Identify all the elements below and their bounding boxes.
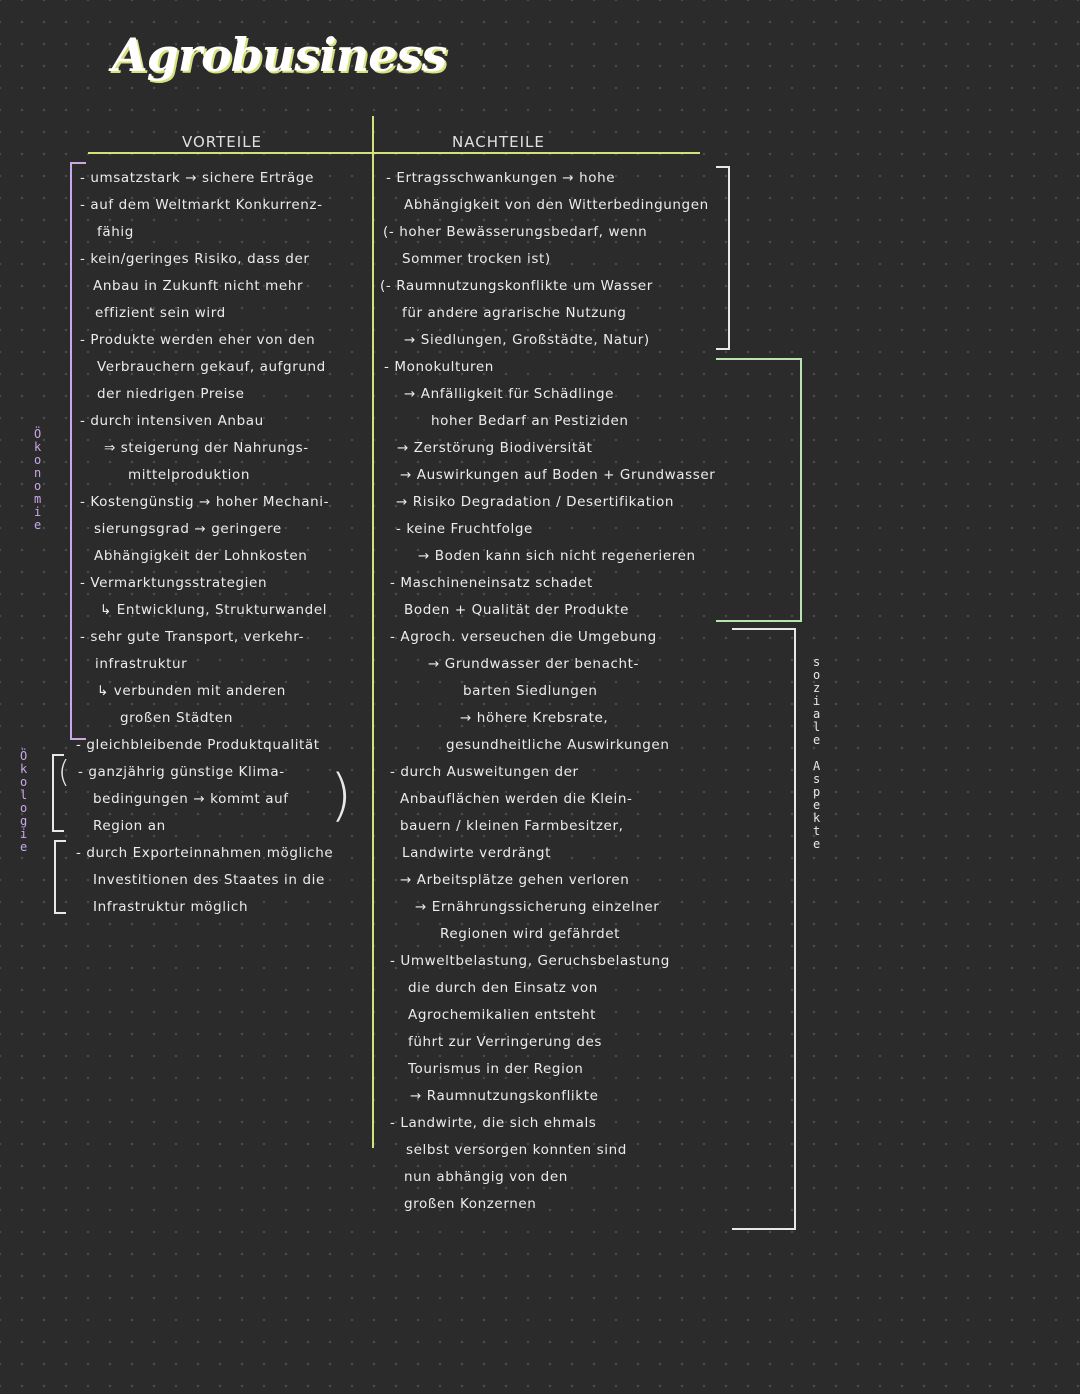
oekologie-bracket-inner xyxy=(54,840,66,914)
vorteile-line: - durch intensiven Anbau xyxy=(80,413,264,429)
vorteile-line: - sehr gute Transport, verkehr- xyxy=(80,629,305,645)
nachteile-line: Anbauflächen werden die Klein- xyxy=(400,791,633,807)
nachteile-line: selbst versorgen konnten sind xyxy=(406,1142,627,1158)
nachteile-line: → Grundwasser der benacht- xyxy=(428,656,639,672)
oekologie-bracket-outer xyxy=(52,754,64,832)
nachteile-line: - Maschineneinsatz schadet xyxy=(390,575,593,591)
nachteile-line: Landwirte verdrängt xyxy=(402,845,551,861)
nachteile-line: Boden + Qualität der Produkte xyxy=(404,602,630,618)
climate-open-paren: ( xyxy=(58,755,70,790)
nachteile-oekologie-bracket xyxy=(716,166,730,350)
side-label-oekonomie: Ö k o n o m i e xyxy=(34,427,42,532)
nachteile-line: → Anfälligkeit für Schädlinge xyxy=(404,386,615,402)
nachteile-soziale-bracket xyxy=(732,628,796,1230)
side-label-soziale-aspekte: s o z i a l e A s p e k t e xyxy=(813,655,821,851)
vorteile-line: bedingungen → kommt auf xyxy=(93,791,289,807)
nachteile-line: führt zur Verringerung des xyxy=(408,1034,603,1050)
nachteile-line: großen Konzernen xyxy=(404,1196,537,1212)
vorteile-line: - Kostengünstig → hoher Mechani- xyxy=(80,494,330,510)
nachteile-line: die durch den Einsatz von xyxy=(408,980,598,996)
nachteile-line: Agrochemikalien entsteht xyxy=(408,1007,597,1023)
vorteile-line: - gleichbleibende Produktqualität xyxy=(76,737,320,753)
vorteile-line: fähig xyxy=(97,224,134,240)
vorteile-line: - Produkte werden eher von den xyxy=(80,332,316,348)
nachteile-line: - durch Ausweitungen der xyxy=(390,764,579,780)
nachteile-line: barten Siedlungen xyxy=(463,683,598,699)
page-title: Agrobusiness xyxy=(112,28,447,82)
column-header-nachteile: NACHTEILE xyxy=(452,133,545,151)
vorteile-line: mittelproduktion xyxy=(128,467,251,483)
nachteile-line: → Auswirkungen auf Boden + Grundwasser xyxy=(400,467,716,483)
nachteile-line: Abhängigkeit von den Witterbedingungen xyxy=(404,197,709,213)
vorteile-line: ↳ verbunden mit anderen xyxy=(97,683,286,699)
nachteile-line: → Arbeitsplätze gehen verloren xyxy=(400,872,630,888)
nachteile-line: nun abhängig von den xyxy=(404,1169,568,1185)
vorteile-line: - Vermarktungsstrategien xyxy=(80,575,268,591)
header-divider xyxy=(88,152,700,154)
oekonomie-bracket xyxy=(70,162,86,740)
vorteile-line: Anbau in Zukunft nicht mehr xyxy=(93,278,304,294)
nachteile-line: Sommer trocken ist) xyxy=(402,251,551,267)
nachteile-line: → Risiko Degradation / Desertifikation xyxy=(396,494,674,510)
nachteile-line: (- Raumnutzungskonflikte um Wasser xyxy=(380,278,653,294)
nachteile-line: - Landwirte, die sich ehmals xyxy=(390,1115,597,1131)
vorteile-line: sierungsgrad → geringere xyxy=(94,521,282,537)
vorteile-line: - umsatzstark → sichere Erträge xyxy=(80,170,315,186)
vorteile-line: ⇒ steigerung der Nahrungs- xyxy=(104,440,309,456)
side-label-oekologie: Ö k o l o g i e xyxy=(20,749,28,854)
climate-close-paren: ) xyxy=(330,763,352,828)
vorteile-line: Infrastruktur möglich xyxy=(93,899,249,915)
nachteile-line: Regionen wird gefährdet xyxy=(440,926,621,942)
vorteile-line: Region an xyxy=(93,818,166,834)
nachteile-line: gesundheitliche Auswirkungen xyxy=(446,737,670,753)
nachteile-line: (- hoher Bewässerungsbedarf, wenn xyxy=(383,224,648,240)
vorteile-line: ↳ Entwicklung, Strukturwandel xyxy=(100,602,328,618)
nachteile-line: - keine Fruchtfolge xyxy=(396,521,533,537)
nachteile-line: für andere agrarische Nutzung xyxy=(402,305,627,321)
vorteile-line: Investitionen des Staates in die xyxy=(93,872,325,888)
nachteile-line: → Zerstörung Biodiversität xyxy=(397,440,593,456)
vorteile-line: Verbrauchern gekauf, aufgrund xyxy=(97,359,326,375)
nachteile-line: → Boden kann sich nicht regenerieren xyxy=(418,548,696,564)
vorteile-line: - auf dem Weltmarkt Konkurrenz- xyxy=(80,197,323,213)
nachteile-monokultur-bracket xyxy=(716,358,802,622)
nachteile-line: - Umweltbelastung, Geruchsbelastung xyxy=(390,953,670,969)
vorteile-line: der niedrigen Preise xyxy=(97,386,245,402)
vorteile-line: - durch Exporteinnahmen mögliche xyxy=(76,845,334,861)
vorteile-line: Abhängigkeit der Lohnkosten xyxy=(94,548,308,564)
column-header-vorteile: VORTEILE xyxy=(182,133,263,151)
vorteile-line: - kein/geringes Risiko, dass der xyxy=(80,251,310,267)
nachteile-line: - Ertragsschwankungen → hohe xyxy=(386,170,616,186)
nachteile-line: bauern / kleinen Farmbesitzer, xyxy=(400,818,624,834)
nachteile-line: → höhere Krebsrate, xyxy=(460,710,609,726)
column-divider xyxy=(372,116,374,1148)
nachteile-line: hoher Bedarf an Pestiziden xyxy=(431,413,629,429)
nachteile-line: → Raumnutzungskonflikte xyxy=(410,1088,599,1104)
nachteile-line: - Agroch. verseuchen die Umgebung xyxy=(390,629,657,645)
nachteile-line: Tourismus in der Region xyxy=(408,1061,584,1077)
nachteile-line: → Ernährungssicherung einzelner xyxy=(415,899,660,915)
nachteile-line: - Monokulturen xyxy=(384,359,494,375)
vorteile-line: infrastruktur xyxy=(95,656,188,672)
vorteile-line: effizient sein wird xyxy=(95,305,226,321)
nachteile-line: → Siedlungen, Großstädte, Natur) xyxy=(404,332,650,348)
vorteile-line: großen Städten xyxy=(120,710,233,726)
vorteile-line: - ganzjährig günstige Klima- xyxy=(78,764,285,780)
